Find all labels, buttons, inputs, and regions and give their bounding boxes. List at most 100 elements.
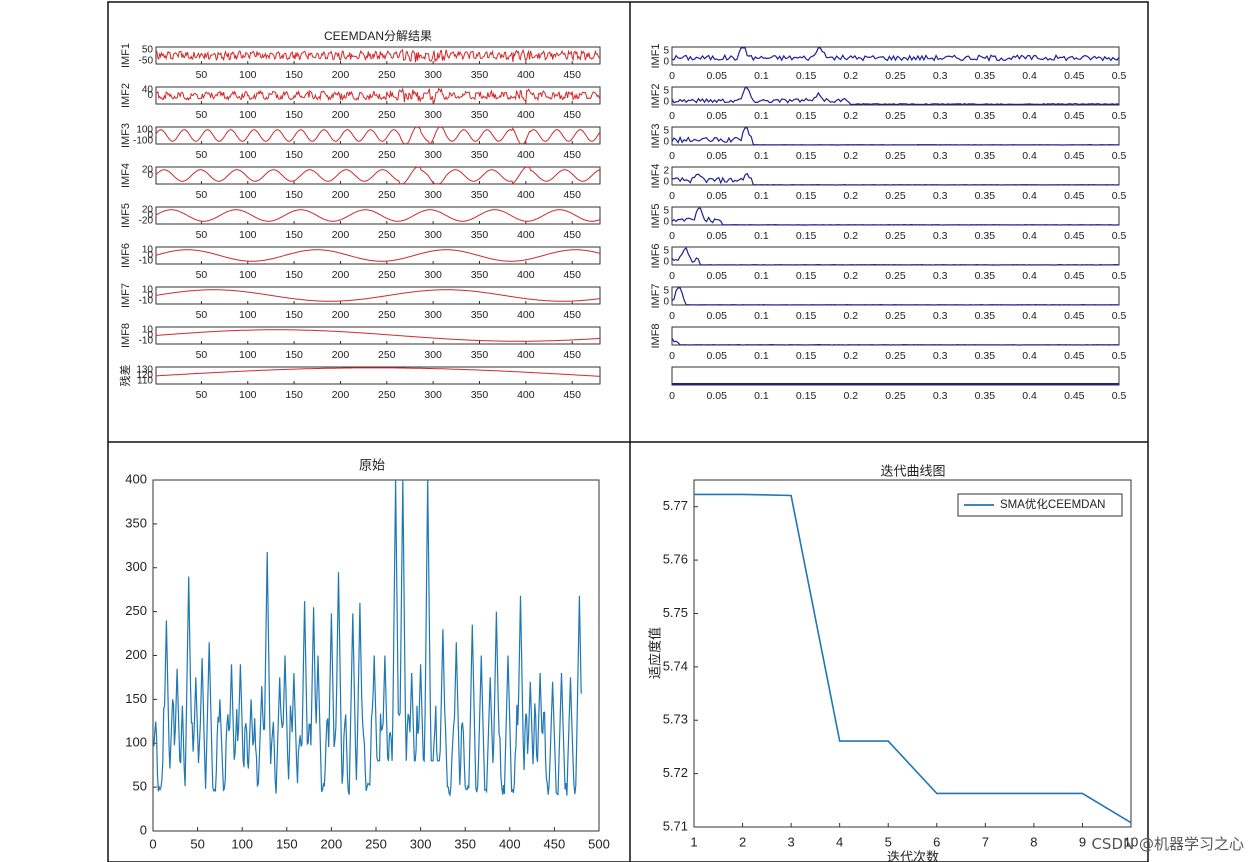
xtick-label: 400 <box>517 389 535 401</box>
ytick-label: 400 <box>125 471 147 486</box>
ytick-label: 0 <box>663 57 669 68</box>
xtick-label: 100 <box>239 389 257 401</box>
subplot-axes-box <box>155 206 601 225</box>
xtick-label: 50 <box>196 229 208 241</box>
subplot-axes-box <box>155 366 601 385</box>
xtick-label: 0.5 <box>1112 150 1127 162</box>
xtick-label: 0.35 <box>975 70 996 82</box>
subplot-ylabel: IMF8 <box>120 323 132 348</box>
subplot-ylabel: IMF6 <box>120 243 132 268</box>
ytick-label: 0 <box>147 90 153 101</box>
spectrum-series-line <box>671 207 1120 226</box>
xtick-label: 0.45 <box>1064 230 1085 242</box>
xtick-label: 450 <box>544 836 566 851</box>
xtick-label: 350 <box>471 69 489 81</box>
xtick-label: 250 <box>365 836 387 851</box>
xtick-label: 0.35 <box>975 390 996 402</box>
xtick-label: 0.5 <box>1112 310 1127 322</box>
watermark-text: CSDN @机器学习之心 <box>1091 835 1244 853</box>
subplot-axes-box <box>671 326 1120 346</box>
ytick-label: 5 <box>663 206 669 217</box>
xtick-label: 200 <box>332 229 350 241</box>
xtick-label: 450 <box>563 389 581 401</box>
xtick-label: 0.5 <box>1112 70 1127 82</box>
subplot-ylabel: IMF2 <box>650 83 662 108</box>
xtick-label: 450 <box>563 69 581 81</box>
xtick-label: 0.25 <box>885 190 906 202</box>
xtick-label: 0.15 <box>796 310 817 322</box>
xtick-label: 7 <box>982 834 989 849</box>
imf-series-line <box>155 289 601 302</box>
ytick-label: 5.75 <box>663 605 688 620</box>
xtick-label: 0.15 <box>796 110 817 122</box>
ytick-label: 0 <box>140 822 147 837</box>
xtick-label: 0.3 <box>933 310 948 322</box>
xtick-label: 0.25 <box>885 310 906 322</box>
iteration-title: 迭代曲线图 <box>880 463 945 478</box>
xtick-label: 0.4 <box>1022 270 1037 282</box>
xtick-label: 250 <box>378 109 396 121</box>
xtick-label: 3 <box>787 834 794 849</box>
subplot-ylabel: IMF3 <box>650 123 662 148</box>
xtick-label: 10 <box>1124 834 1138 849</box>
ytick-label: 5.72 <box>663 765 688 780</box>
subplot-axes-box <box>671 86 1120 106</box>
ytick-label: 0 <box>663 97 669 108</box>
subplot-ylabel: 残差 <box>118 365 132 387</box>
xtick-label: 350 <box>471 229 489 241</box>
xtick-label: 150 <box>285 69 303 81</box>
xtick-label: 0.2 <box>843 270 858 282</box>
legend-box <box>957 493 1123 517</box>
xtick-label: 100 <box>231 836 253 851</box>
iteration-series-line <box>694 493 1132 824</box>
ytick-label: 110 <box>137 376 153 387</box>
xtick-label: 0.25 <box>885 350 906 362</box>
xtick-label: 350 <box>471 309 489 321</box>
xtick-label: 0.05 <box>706 190 727 202</box>
ytick-label: 0 <box>147 330 153 341</box>
xtick-label: 350 <box>471 149 489 161</box>
xtick-label: 150 <box>285 269 303 281</box>
spectrum-series-line <box>671 246 1120 266</box>
xtick-label: 50 <box>196 309 208 321</box>
ytick-label: 5 <box>663 46 669 57</box>
original-title: 原始 <box>359 457 385 472</box>
subplot-axes-box <box>671 166 1120 186</box>
ytick-label: 0 <box>663 297 669 308</box>
xtick-label: 0 <box>669 70 675 82</box>
ytick-label: 0 <box>663 217 669 228</box>
spectrum-series-line <box>671 172 1119 186</box>
xtick-label: 200 <box>332 269 350 281</box>
ytick-label: 0 <box>147 250 153 261</box>
ytick-label: 20 <box>142 205 154 216</box>
xtick-label: 0.3 <box>933 270 948 282</box>
ceemdan-title: CEEMDAN分解结果 <box>324 29 432 43</box>
xtick-label: 100 <box>239 349 257 361</box>
xtick-label: 0.15 <box>796 70 817 82</box>
xtick-label: 0.5 <box>1112 350 1127 362</box>
xtick-label: 50 <box>196 389 208 401</box>
xtick-label: 0.2 <box>843 310 858 322</box>
xtick-label: 0.35 <box>975 150 996 162</box>
xtick-label: 0.2 <box>843 350 858 362</box>
xtick-label: 350 <box>454 836 476 851</box>
xtick-label: 0.1 <box>754 150 769 162</box>
xtick-label: 1 <box>690 834 697 849</box>
xtick-label: 0.1 <box>754 270 769 282</box>
xtick-label: 0 <box>669 190 675 202</box>
ytick-label: 350 <box>125 515 147 530</box>
subplot-axes-box <box>155 46 601 65</box>
xtick-label: 6 <box>933 834 940 849</box>
xtick-label: 0.4 <box>1022 150 1037 162</box>
xtick-label: 0.15 <box>796 390 817 402</box>
xtick-label: 100 <box>239 149 257 161</box>
xtick-label: 0.3 <box>933 150 948 162</box>
subplot-ylabel: IMF3 <box>120 123 132 148</box>
xtick-label: 150 <box>276 836 298 851</box>
